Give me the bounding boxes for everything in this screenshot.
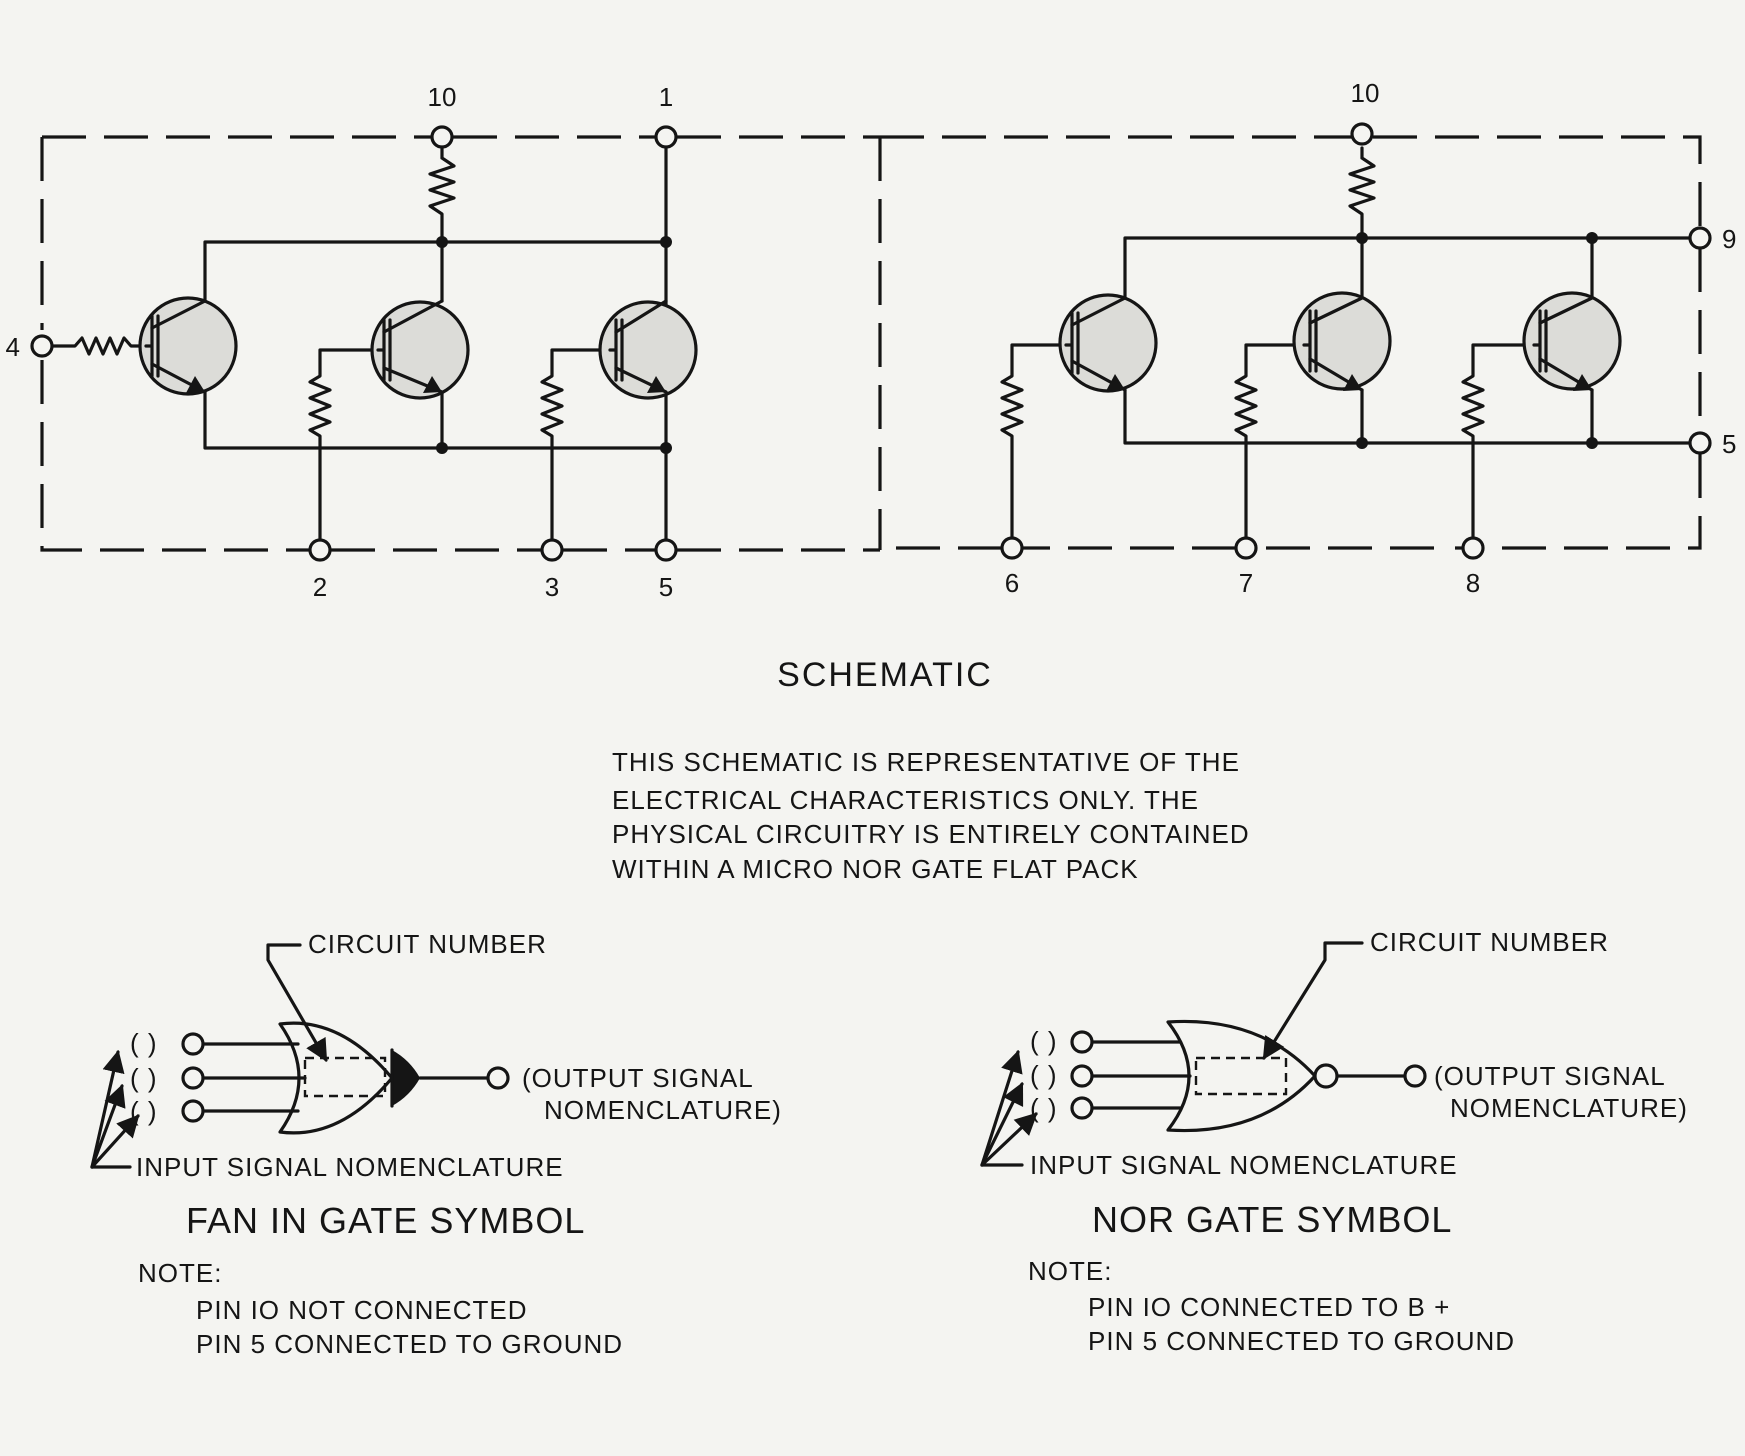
nor-note: PIN IO CONNECTED TO B + [1088, 1292, 1450, 1322]
pin-5-right [1688, 431, 1712, 455]
nor-output-line2: NOMENCLATURE) [1450, 1093, 1688, 1123]
description-line: ELECTRICAL CHARACTERISTICS ONLY. THE [612, 785, 1199, 815]
pin-label-6: 6 [1005, 568, 1019, 598]
pin-label-1: 1 [659, 82, 673, 112]
fan-in-note-label: NOTE: [138, 1258, 222, 1288]
fan-in-output-line1: (OUTPUT SIGNAL [522, 1063, 754, 1093]
pin-6 [1000, 536, 1024, 560]
schematic-title: SCHEMATIC [777, 656, 993, 694]
pin-label-8: 8 [1466, 568, 1480, 598]
nor-output-line1: (OUTPUT SIGNAL [1434, 1061, 1666, 1091]
nor-gate-body [1166, 1019, 1317, 1133]
pin-label-3: 3 [545, 572, 559, 602]
transistor-q2 [370, 299, 470, 400]
pin-10-left [430, 125, 454, 149]
nor-note: PIN 5 CONNECTED TO GROUND [1088, 1326, 1515, 1356]
pin-4 [30, 334, 54, 358]
pin-10-right [1350, 122, 1374, 146]
nor-inversion-bubble [1313, 1063, 1339, 1089]
nor-circuit-number-label: CIRCUIT NUMBER [1370, 927, 1609, 957]
nor-symbol-title: NOR GATE SYMBOL [1092, 1199, 1452, 1240]
description-line: THIS SCHEMATIC IS REPRESENTATIVE OF THE [612, 747, 1240, 777]
pin-9 [1688, 226, 1712, 250]
fan-in-input-mark: ( ) [130, 1028, 158, 1058]
description-block: THIS SCHEMATIC IS REPRESENTATIVE OF THE … [612, 747, 1250, 884]
nor-wiring [1000, 146, 1691, 539]
pin-label-7: 7 [1239, 568, 1253, 598]
transistor-q3 [598, 299, 698, 400]
transistor-q6 [1522, 291, 1622, 392]
fan-in-note: PIN IO NOT CONNECTED [196, 1295, 528, 1325]
nor-schematic: 10 9 5 6 7 8 [880, 78, 1736, 598]
pin-label-5-left: 5 [659, 572, 673, 602]
transistor-q1 [138, 296, 238, 396]
fan-in-output-line2: NOMENCLATURE) [544, 1095, 782, 1125]
transistor-q4 [1058, 293, 1158, 393]
pin-label-10-right: 10 [1351, 78, 1380, 108]
pin-label-2: 2 [313, 572, 327, 602]
fan-in-gate-body [278, 1021, 394, 1135]
nor-input-mark: ( ) [1030, 1026, 1058, 1056]
fan-in-enclosure [40, 135, 882, 552]
transistor-q5 [1292, 291, 1392, 392]
fan-in-input-mark: ( ) [130, 1063, 158, 1093]
fan-in-wiring [51, 146, 668, 541]
fan-in-symbol-title: FAN IN GATE SYMBOL [186, 1200, 585, 1241]
nor-input-mark: ( ) [1030, 1060, 1058, 1090]
nor-note-label: NOTE: [1028, 1256, 1112, 1286]
description-line: PHYSICAL CIRCUITRY IS ENTIRELY CONTAINED [612, 819, 1250, 849]
description-line: WITHIN A MICRO NOR GATE FLAT PACK [612, 854, 1139, 884]
pin-5-left [654, 538, 678, 562]
pin-label-5-right: 5 [1722, 429, 1736, 459]
pin-2 [308, 538, 332, 562]
pin-label-4: 4 [6, 332, 20, 362]
pin-7 [1234, 536, 1258, 560]
nor-input-label: INPUT SIGNAL NOMENCLATURE [1030, 1150, 1458, 1180]
fan-in-gate-symbol: CIRCUIT NUMBER ( ) ( ) ( ) (OUTPUT SIGNA… [90, 929, 782, 1359]
nor-gate-symbol: CIRCUIT NUMBER ( ) ( ) ( ) (OUTPUT SIGNA… [980, 927, 1688, 1356]
pin-label-9: 9 [1722, 224, 1736, 254]
pin-label-10-left: 10 [428, 82, 457, 112]
nor-enclosure [880, 135, 1702, 550]
nor-input-mark: ( ) [1030, 1093, 1058, 1123]
fan-in-input-label: INPUT SIGNAL NOMENCLATURE [136, 1152, 564, 1182]
pin-3 [540, 538, 564, 562]
fan-in-circuit-number-label: CIRCUIT NUMBER [308, 929, 547, 959]
fan-in-schematic: 10 1 4 2 3 5 [6, 82, 882, 602]
pin-1 [654, 125, 678, 149]
pin-8 [1461, 536, 1485, 560]
fan-in-note: PIN 5 CONNECTED TO GROUND [196, 1329, 623, 1359]
